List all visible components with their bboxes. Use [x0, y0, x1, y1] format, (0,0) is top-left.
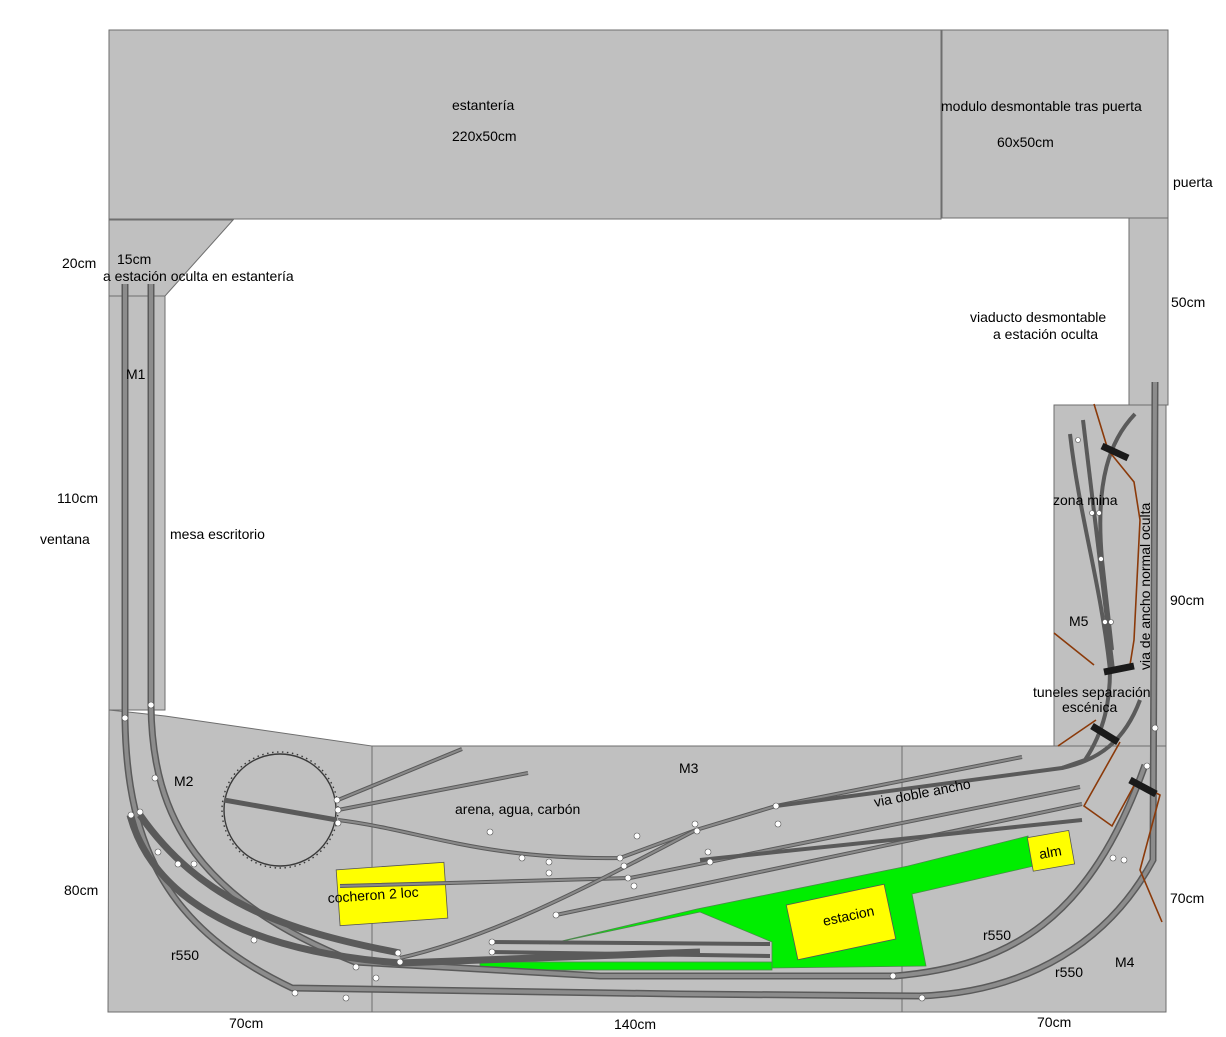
module-m4-label: M4	[1115, 954, 1135, 970]
module-m5-label: M5	[1069, 613, 1089, 629]
engine-shed-label: cocheron 2 loc	[327, 884, 419, 906]
bottom-left-height-label: 80cm	[64, 882, 98, 898]
window-label: ventana	[40, 531, 90, 547]
module-m1-label: M1	[126, 366, 146, 382]
radius-center-label: r550	[983, 927, 1011, 943]
shelf-board	[108, 29, 942, 220]
sand-water-coal-label: arena, agua, carbón	[455, 801, 580, 817]
normal-gauge-label: via de ancho normal oculta	[1137, 502, 1153, 670]
bottom-right-width-label: 70cm	[1037, 1014, 1071, 1030]
scenic-dividers	[1053, 403, 1163, 923]
tunnel-portal-1	[1100, 442, 1130, 462]
removable-module-board	[941, 29, 1169, 219]
main-tracks	[121, 284, 1159, 1000]
tunnel-portal-4	[1128, 776, 1158, 798]
viaduct-label-1: viaducto desmontable	[970, 309, 1106, 325]
module-m3-label: M3	[679, 760, 699, 776]
bottom-left-width-label: 70cm	[229, 1015, 263, 1031]
yard-tracks	[337, 699, 1142, 960]
left-top-width-label: 20cm	[62, 255, 96, 271]
right-mid-height-label: 90cm	[1170, 592, 1204, 608]
left-height-label: 110cm	[57, 490, 98, 506]
bottom-center-width-label: 140cm	[614, 1016, 656, 1032]
removable-module-label: modulo desmontable tras puerta	[941, 98, 1142, 114]
hidden-station-label: a estación oculta en estantería	[103, 268, 294, 284]
desk-label: mesa escritorio	[170, 526, 265, 542]
radius-right-label: r550	[1055, 964, 1083, 980]
m1-board	[108, 295, 166, 711]
tunnels-label-2: escénica	[1062, 699, 1117, 715]
station-platform	[548, 835, 1035, 969]
right-height-label: 50cm	[1171, 294, 1205, 310]
viaduct-label-2: a estación oculta	[993, 326, 1098, 342]
tunnel-portal-2	[1103, 662, 1135, 676]
tunnel-portal-3	[1090, 723, 1120, 745]
station-area	[335, 829, 1076, 971]
engine-shed-building	[335, 861, 449, 927]
module-m2-label: M2	[174, 773, 194, 789]
right-bottom-height-label: 70cm	[1170, 890, 1204, 906]
mine-zone-label: zona mina	[1053, 492, 1118, 508]
station-building	[785, 883, 897, 961]
mine-tracks	[1061, 412, 1137, 770]
removable-module-size-label: 60x50cm	[997, 134, 1054, 150]
track-joints	[121, 437, 1159, 1002]
left-track-width-label: 15cm	[117, 251, 151, 267]
tunnels-label-1: tuneles separación	[1033, 684, 1151, 700]
warehouse-label: alm	[1038, 842, 1063, 862]
viaduct-board	[1128, 217, 1169, 406]
door-label: puerta	[1173, 174, 1213, 190]
radius-left-label: r550	[171, 947, 199, 963]
warehouse-building	[1026, 829, 1076, 872]
shelf-size-label: 220x50cm	[452, 128, 517, 144]
shelf-name-label: estantería	[452, 97, 514, 113]
